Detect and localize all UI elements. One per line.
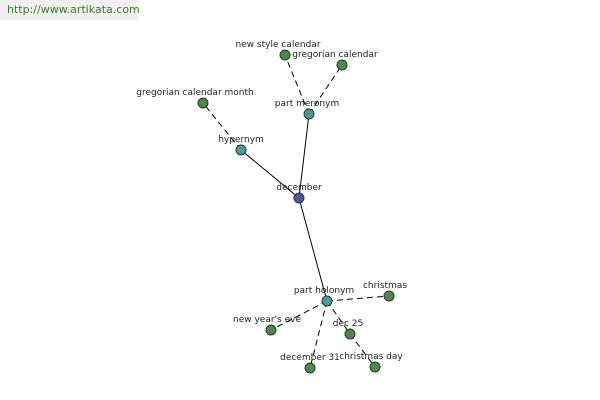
node-label-december-31: december 31 <box>280 353 340 363</box>
node-gregorian-calendar-month[interactable]: gregorian calendar month <box>136 88 254 109</box>
node-marker-christmas[interactable] <box>383 290 395 302</box>
edge-part-holonym-dec-25 <box>326 300 351 335</box>
edge-december-hypernym <box>240 149 300 199</box>
node-marker-december[interactable] <box>293 192 305 204</box>
node-label-gregorian-calendar: gregorian calendar <box>292 50 378 60</box>
node-label-new-style-calendar: new style calendar <box>235 40 320 50</box>
node-marker-christmas-day[interactable] <box>369 361 381 373</box>
watermark-link[interactable]: http://www.artikata.com <box>0 0 140 20</box>
node-label-december: december <box>276 183 322 193</box>
node-part-meronym[interactable]: part meronym <box>275 99 339 120</box>
edge-dec-25-christmas-day <box>349 333 376 368</box>
node-part-holonym[interactable]: part holonym <box>294 286 354 307</box>
node-marker-part-meronym[interactable] <box>303 108 315 120</box>
node-label-dec-25: dec 25 <box>333 319 364 329</box>
node-christmas-day[interactable]: christmas day <box>339 352 403 373</box>
edge-part-holonym-new-years-eve <box>270 300 328 331</box>
node-hypernym[interactable]: hypernym <box>218 135 264 156</box>
edge-part-meronym-new-style-calendar <box>284 54 310 115</box>
edge-part-holonym-christmas <box>326 295 390 302</box>
node-gregorian-calendar[interactable]: gregorian calendar <box>292 50 378 71</box>
edges-layer <box>202 54 390 369</box>
edge-part-holonym-december-31 <box>309 300 328 369</box>
edge-hypernym-gregorian-calendar-month <box>202 102 242 151</box>
node-label-christmas-day: christmas day <box>339 352 403 362</box>
node-christmas[interactable]: christmas <box>363 281 407 302</box>
edge-december-part-meronym <box>298 113 310 199</box>
node-marker-gregorian-calendar[interactable] <box>336 59 348 71</box>
node-december-31[interactable]: december 31 <box>280 353 340 374</box>
node-new-style-calendar[interactable]: new style calendar <box>235 40 321 61</box>
node-marker-gregorian-calendar-month[interactable] <box>197 97 209 109</box>
node-label-part-holonym: part holonym <box>294 286 354 296</box>
node-label-gregorian-calendar-month: gregorian calendar month <box>136 88 253 98</box>
node-marker-new-style-calendar[interactable] <box>279 49 291 61</box>
node-label-hypernym: hypernym <box>218 135 264 145</box>
node-december[interactable]: december <box>276 183 322 204</box>
node-label-part-meronym: part meronym <box>275 99 339 109</box>
edge-december-part-holonym <box>298 197 328 302</box>
node-marker-hypernym[interactable] <box>235 144 247 156</box>
node-marker-part-holonym[interactable] <box>321 295 333 307</box>
node-new-years-eve[interactable]: new year's eve <box>233 315 301 336</box>
node-marker-dec-25[interactable] <box>344 328 356 340</box>
node-dec-25[interactable]: dec 25 <box>333 319 364 340</box>
node-label-christmas: christmas <box>363 281 407 291</box>
node-marker-december-31[interactable] <box>304 362 316 374</box>
node-marker-new-years-eve[interactable] <box>265 324 277 336</box>
nodes-layer: december hypernym part meronym part holonym… <box>136 40 407 374</box>
node-label-new-years-eve: new year's eve <box>233 315 301 325</box>
